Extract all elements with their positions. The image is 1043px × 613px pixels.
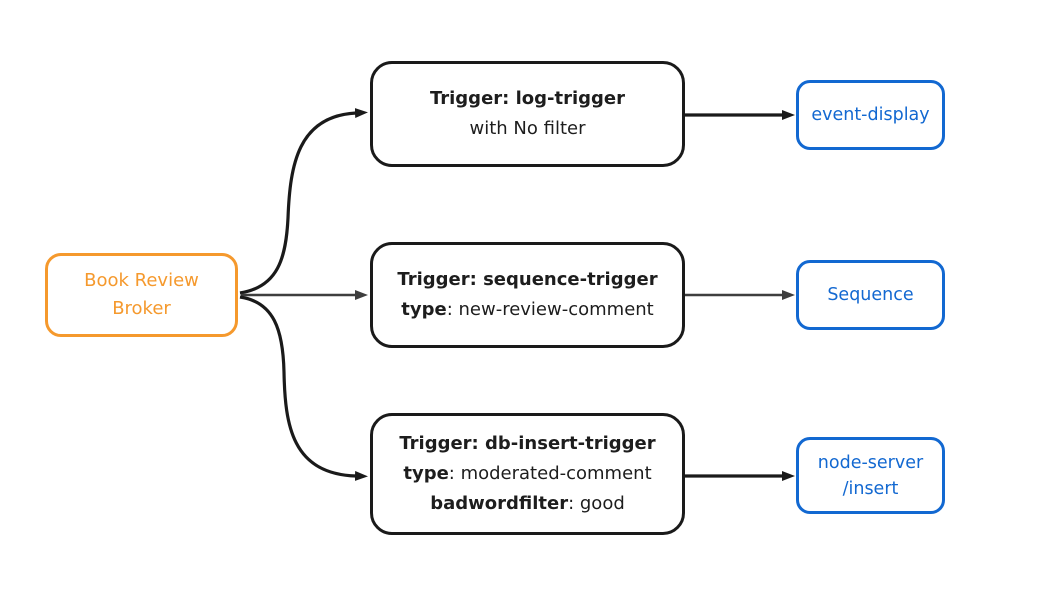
sink-sequence-label: Sequence [827, 285, 914, 305]
trigger-node-db-insert: Trigger: db-insert-trigger type: moderat… [370, 413, 685, 535]
broker-node: Book Review Broker [45, 253, 238, 337]
trigger-sequence-attr: type: new-review-comment [401, 295, 653, 325]
sink-node-server-label-line1: node-server [817, 452, 924, 473]
trigger-log-filter: with No filter [469, 118, 586, 139]
sink-node-server-label-line2: /insert [842, 478, 899, 499]
trigger-sequence-attr-value: : new-review-comment [446, 299, 654, 320]
sink-node-event-display: event-display [796, 80, 945, 150]
trigger-node-sequence: Trigger: sequence-trigger type: new-revi… [370, 242, 685, 348]
trigger-db-insert-attr-value: : moderated-comment [448, 463, 652, 484]
trigger-db-insert-attr-key: type [403, 463, 449, 484]
trigger-db-insert-attr2: badwordfilter: good [430, 489, 625, 519]
broker-label-line1: Book Review [84, 270, 199, 291]
trigger-db-insert-attr2-value: : good [568, 493, 625, 514]
trigger-node-log: Trigger: log-trigger with No filter [370, 61, 685, 167]
trigger-db-insert-title: Trigger: db-insert-trigger [399, 433, 656, 454]
trigger-log-title: Trigger: log-trigger [429, 88, 626, 109]
trigger-db-insert-attr2-key: badwordfilter [430, 493, 569, 514]
sink-node-node-server: node-server /insert [796, 437, 945, 514]
trigger-db-insert-attr: type: moderated-comment [403, 459, 651, 489]
trigger-sequence-attr-key: type [401, 299, 447, 320]
sink-event-display-label: event-display [811, 105, 930, 125]
trigger-sequence-title: Trigger: sequence-trigger [397, 269, 658, 290]
sink-node-sequence: Sequence [796, 260, 945, 330]
edge-broker-to-log-trigger [239, 108, 368, 295]
edge-broker-to-db-insert-trigger [239, 295, 368, 481]
broker-label-line2: Broker [112, 298, 171, 319]
